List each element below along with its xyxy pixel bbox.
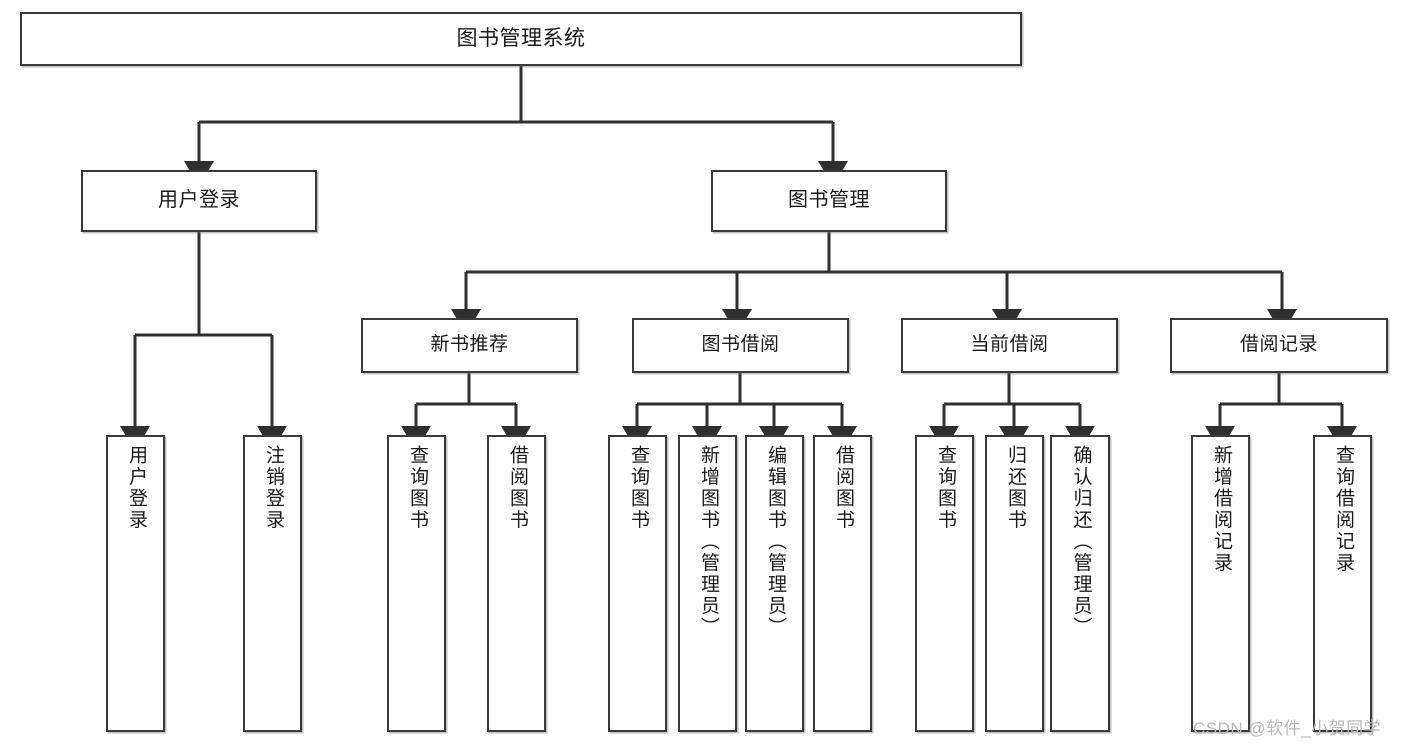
node-leaf-query-book-c[interactable]: 查询图书 — [915, 435, 974, 732]
node-book-borrow-label: 图书借阅 — [701, 334, 780, 356]
node-leaf-borrow-book-rec[interactable]: 借阅图书 — [487, 435, 546, 732]
node-leaf-borrow-book-rec-label: 借阅图书 — [506, 445, 528, 531]
node-leaf-logout-label: 注销登录 — [262, 445, 284, 531]
node-current-borrow[interactable]: 当前借阅 — [901, 318, 1118, 373]
node-leaf-add-book[interactable]: 新增图书（管理员） — [678, 435, 737, 732]
node-book-manage[interactable]: 图书管理 — [711, 170, 947, 232]
node-leaf-add-book-label: 新增图书（管理员） — [697, 445, 719, 639]
node-current-borrow-label: 当前借阅 — [970, 334, 1049, 356]
node-leaf-query-book-b-label: 查询图书 — [627, 445, 649, 531]
node-leaf-query-book-rec-label: 查询图书 — [406, 445, 428, 531]
node-new-book-rec[interactable]: 新书推荐 — [361, 318, 578, 373]
node-user-login[interactable]: 用户登录 — [81, 170, 317, 232]
node-leaf-edit-book-label: 编辑图书（管理员） — [764, 445, 786, 639]
node-leaf-query-book-rec[interactable]: 查询图书 — [387, 435, 446, 732]
node-root[interactable]: 图书管理系统 — [20, 12, 1022, 66]
node-borrow-record-label: 借阅记录 — [1239, 334, 1318, 356]
node-new-book-rec-label: 新书推荐 — [430, 334, 509, 356]
node-leaf-add-record-label: 新增借阅记录 — [1210, 445, 1232, 574]
node-book-borrow[interactable]: 图书借阅 — [632, 318, 849, 373]
node-leaf-edit-book[interactable]: 编辑图书（管理员） — [745, 435, 804, 732]
node-user-login-label: 用户登录 — [158, 189, 240, 212]
node-leaf-query-record[interactable]: 查询借阅记录 — [1313, 435, 1372, 732]
node-leaf-user-login-label: 用户登录 — [125, 445, 147, 531]
node-borrow-record[interactable]: 借阅记录 — [1170, 318, 1388, 373]
node-leaf-logout[interactable]: 注销登录 — [243, 435, 302, 732]
csdn-watermark: CSDN @软件_小贺同学 — [1193, 719, 1382, 738]
node-book-manage-label: 图书管理 — [788, 189, 870, 212]
node-leaf-add-record[interactable]: 新增借阅记录 — [1191, 435, 1250, 732]
node-leaf-borrow-book-b[interactable]: 借阅图书 — [813, 435, 872, 732]
node-leaf-return-book-label: 归还图书 — [1004, 445, 1026, 531]
node-leaf-user-login[interactable]: 用户登录 — [106, 435, 165, 732]
node-leaf-confirm-return[interactable]: 确认归还（管理员） — [1050, 435, 1110, 732]
node-root-label: 图书管理系统 — [456, 26, 586, 50]
node-leaf-query-book-b[interactable]: 查询图书 — [608, 435, 667, 732]
node-leaf-query-book-c-label: 查询图书 — [934, 445, 956, 531]
node-leaf-borrow-book-b-label: 借阅图书 — [832, 445, 854, 531]
node-leaf-query-record-label: 查询借阅记录 — [1332, 445, 1354, 574]
node-leaf-return-book[interactable]: 归还图书 — [985, 435, 1044, 732]
node-leaf-confirm-return-label: 确认归还（管理员） — [1070, 445, 1092, 639]
